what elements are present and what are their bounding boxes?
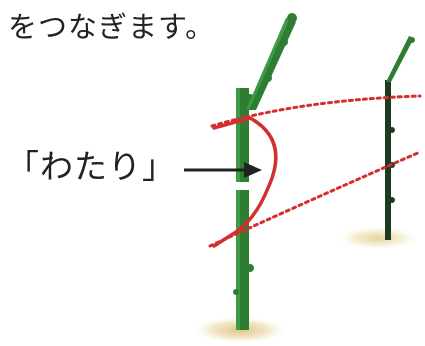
jumper-wire bbox=[212, 116, 278, 248]
right-arrow-icon bbox=[184, 162, 262, 178]
caption-text: をつなぎます。 bbox=[8, 10, 216, 44]
ground-shadow-far bbox=[336, 226, 420, 250]
near-fence-post bbox=[233, 13, 297, 330]
watari-label: 「わたり」 bbox=[6, 147, 176, 186]
upper-wire bbox=[210, 94, 422, 128]
far-fence-post bbox=[385, 36, 415, 240]
